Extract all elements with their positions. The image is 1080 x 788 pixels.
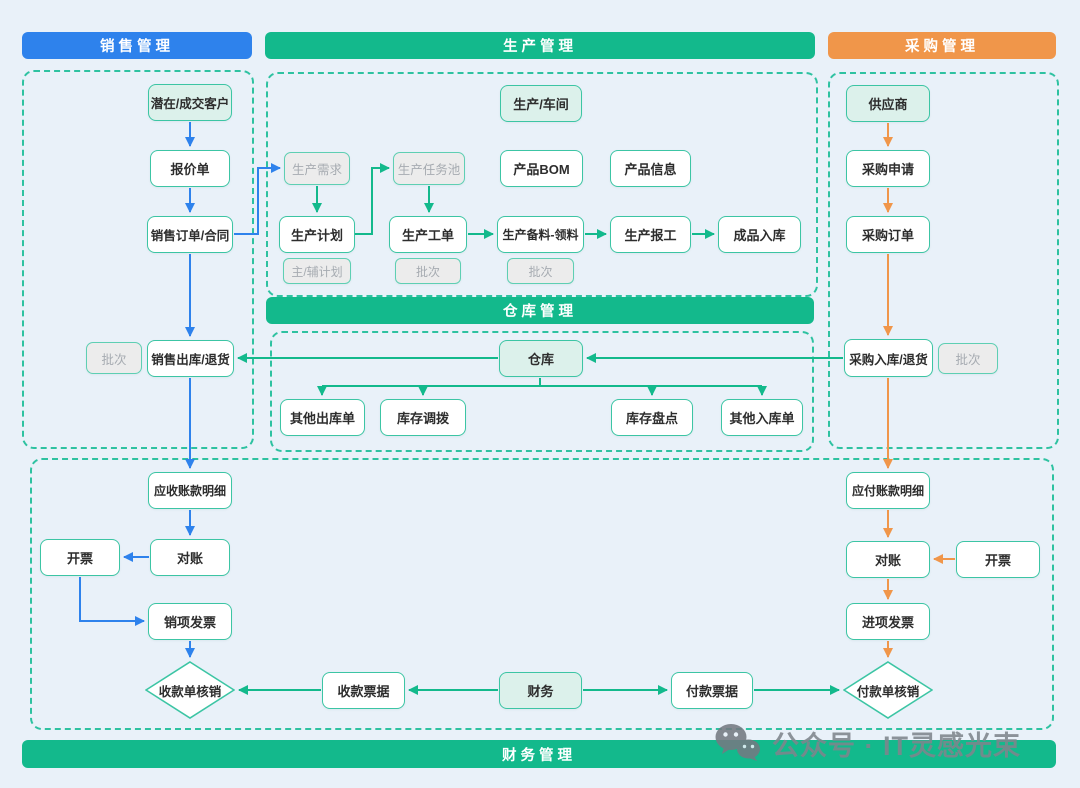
node-payment-note: 付款票据: [671, 672, 753, 709]
node-purchase-order: 采购订单: [846, 216, 930, 253]
node-prod-material: 生产备料-领料: [497, 216, 584, 253]
warehouse-section-container: [270, 331, 814, 452]
node-purchase-request: 采购申请: [846, 150, 930, 187]
node-purchase-invoice: 进项发票: [846, 603, 930, 640]
node-prod-report: 生产报工: [610, 216, 691, 253]
node-batch-material: 批次: [507, 258, 574, 284]
diamond-shape: [843, 661, 933, 719]
production-section-container: [266, 72, 818, 297]
node-receipt-verify-label: 收款单核销: [158, 684, 222, 699]
wechat-icon: [715, 724, 760, 761]
node-prod-workorder: 生产工单: [389, 216, 467, 253]
section-header-warehouse: 仓库管理: [266, 297, 814, 324]
node-quote: 报价单: [150, 150, 230, 187]
node-other-outbound: 其他出库单: [280, 399, 365, 436]
node-customer: 潜在/成交客户: [148, 84, 232, 121]
watermark: 公众号 · IT灵感光束: [714, 722, 1021, 764]
node-other-inbound: 其他入库单: [721, 399, 803, 436]
diamond-shape: [145, 661, 235, 719]
node-purchase-inbound: 采购入库/退货: [844, 339, 933, 377]
node-batch-purchase: 批次: [938, 343, 998, 374]
finance-section-container: [30, 458, 1054, 730]
node-receipt-verify: 收款单核销: [145, 661, 235, 719]
node-ar-detail: 应收账款明细: [148, 472, 232, 509]
node-finance-hub: 财务: [499, 672, 582, 709]
node-recon-left: 对账: [150, 539, 230, 576]
node-stock-check: 库存盘点: [611, 399, 693, 436]
section-header-sales: 销售管理: [22, 32, 252, 59]
node-sales-outbound: 销售出库/退货: [147, 340, 234, 377]
node-stock-transfer: 库存调拨: [380, 399, 466, 436]
node-finished-inbound: 成品入库: [718, 216, 801, 253]
node-product-info: 产品信息: [610, 150, 691, 187]
sales-section-container: [22, 70, 254, 449]
node-prod-task-pool: 生产任务池: [393, 152, 465, 185]
node-batch-workorder: 批次: [395, 258, 461, 284]
node-batch-sales: 批次: [86, 342, 142, 374]
purchase-section-container: [828, 72, 1059, 449]
node-payment-verify: 付款单核销: [843, 661, 933, 719]
node-warehouse: 仓库: [499, 340, 583, 377]
section-header-production: 生产管理: [265, 32, 815, 59]
node-prod-demand: 生产需求: [284, 152, 350, 185]
node-recon-right: 对账: [846, 541, 930, 578]
node-receipt-note: 收款票据: [322, 672, 405, 709]
section-header-finance: 财务管理: [22, 740, 1056, 768]
node-invoice-right: 开票: [956, 541, 1040, 578]
node-product-bom: 产品BOM: [500, 150, 583, 187]
node-sales-invoice: 销项发票: [148, 603, 232, 640]
node-sales-order: 销售订单/合同: [147, 216, 233, 253]
node-payment-verify-label: 付款单核销: [856, 684, 920, 699]
node-supplier: 供应商: [846, 85, 930, 122]
node-ap-detail: 应付账款明细: [846, 472, 930, 509]
node-plan-sub: 主/辅计划: [283, 258, 351, 284]
node-workshop: 生产/车间: [500, 85, 582, 122]
node-prod-plan: 生产计划: [279, 216, 355, 253]
node-invoice-left: 开票: [40, 539, 120, 576]
section-header-purchase: 采购管理: [828, 32, 1056, 59]
watermark-text: 公众号 · IT灵感光束: [772, 730, 1021, 761]
